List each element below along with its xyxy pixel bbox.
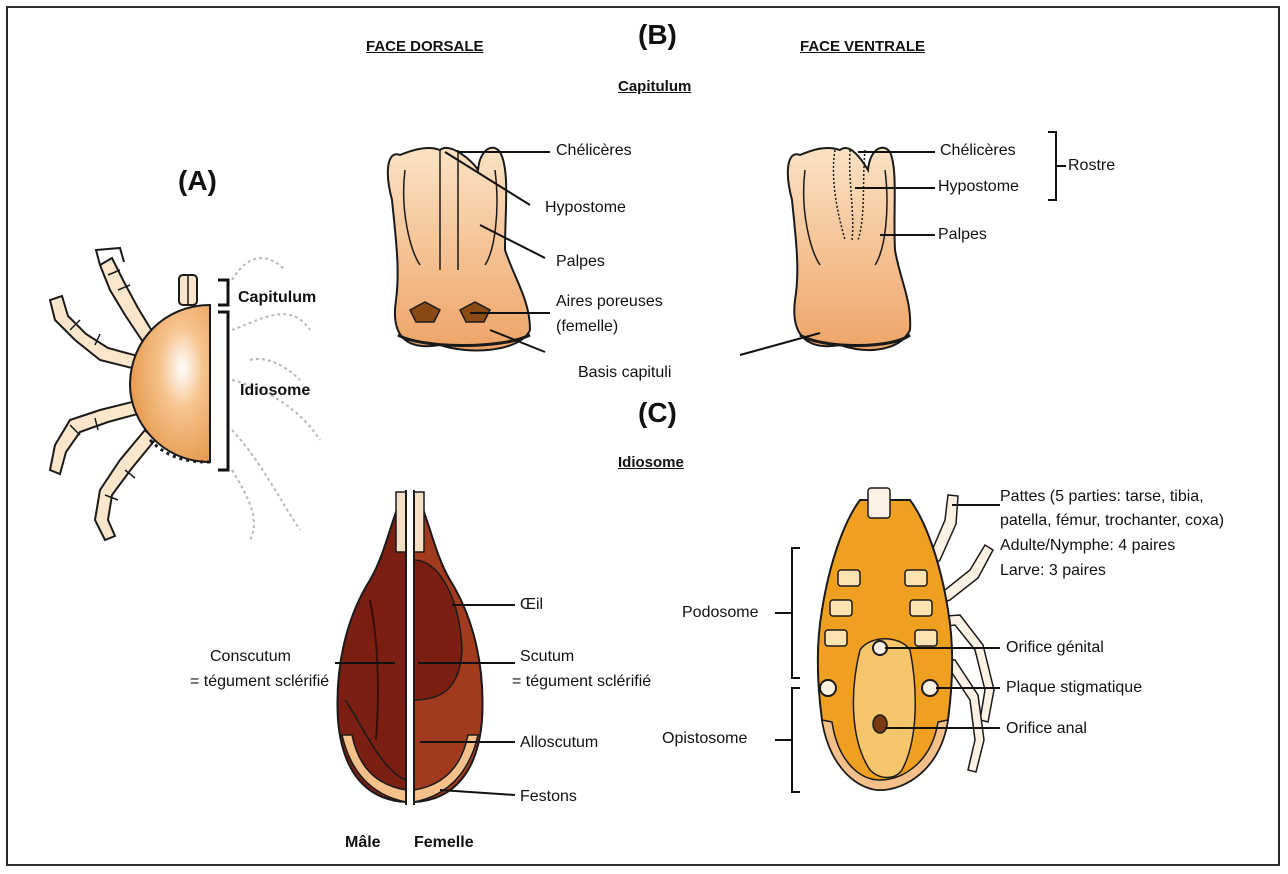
label-femelle: Femelle: [414, 832, 474, 854]
label-rostre: Rostre: [1068, 155, 1115, 177]
label-pattes-line1: Pattes (5 parties: tarse, tibia,: [1000, 486, 1204, 508]
capitulum-dorsal-illustration: [388, 148, 530, 351]
label-opistosome: Opistosome: [662, 728, 747, 750]
idiosome-dorsal-illustration: [337, 490, 482, 805]
panel-label-a: (A): [178, 170, 217, 192]
label-scutum: Scutum: [520, 646, 574, 668]
label-dorsal-hypostome: Hypostome: [545, 197, 626, 219]
label-a-capitulum: Capitulum: [238, 287, 316, 309]
label-ventral-palpes: Palpes: [938, 224, 987, 246]
label-plaque-stigmatique: Plaque stigmatique: [1006, 677, 1142, 699]
label-dorsal-palpes: Palpes: [556, 251, 605, 273]
header-face-dorsale: FACE DORSALE: [366, 36, 484, 58]
label-scutum-desc: = tégument sclérifié: [512, 671, 651, 693]
label-festons: Festons: [520, 786, 577, 808]
label-pattes-line4: Larve: 3 paires: [1000, 560, 1106, 582]
label-conscutum-desc: = tégument sclérifié: [190, 671, 329, 693]
label-alloscutum: Alloscutum: [520, 732, 598, 754]
header-capitulum: Capitulum: [618, 76, 691, 98]
panel-label-b: (B): [638, 24, 677, 46]
label-aires-poreuses: Aires poreuses: [556, 291, 663, 313]
label-aires-femelle: (femelle): [556, 316, 618, 338]
label-orifice-anal: Orifice anal: [1006, 718, 1087, 740]
label-pattes-line2: patella, fémur, trochanter, coxa): [1000, 510, 1224, 532]
capitulum-ventral-illustration: [788, 148, 910, 350]
label-a-idiosome: Idiosome: [240, 380, 310, 402]
label-dorsal-cheliceres: Chélicères: [556, 140, 632, 162]
header-face-ventrale: FACE VENTRALE: [800, 36, 925, 58]
header-idiosome: Idiosome: [618, 452, 684, 474]
label-oeil: Œil: [520, 594, 543, 616]
label-basis-capituli: Basis capituli: [578, 362, 671, 384]
idiosome-ventral-illustration: [818, 488, 994, 790]
label-ventral-hypostome: Hypostome: [938, 176, 1019, 198]
label-podosome: Podosome: [682, 602, 759, 624]
panel-label-c: (C): [638, 402, 677, 424]
label-conscutum: Conscutum: [210, 646, 291, 668]
label-ventral-cheliceres: Chélicères: [940, 140, 1016, 162]
label-pattes-line3: Adulte/Nymphe: 4 paires: [1000, 535, 1175, 557]
label-male: Mâle: [345, 832, 381, 854]
label-orifice-genital: Orifice génital: [1006, 637, 1104, 659]
